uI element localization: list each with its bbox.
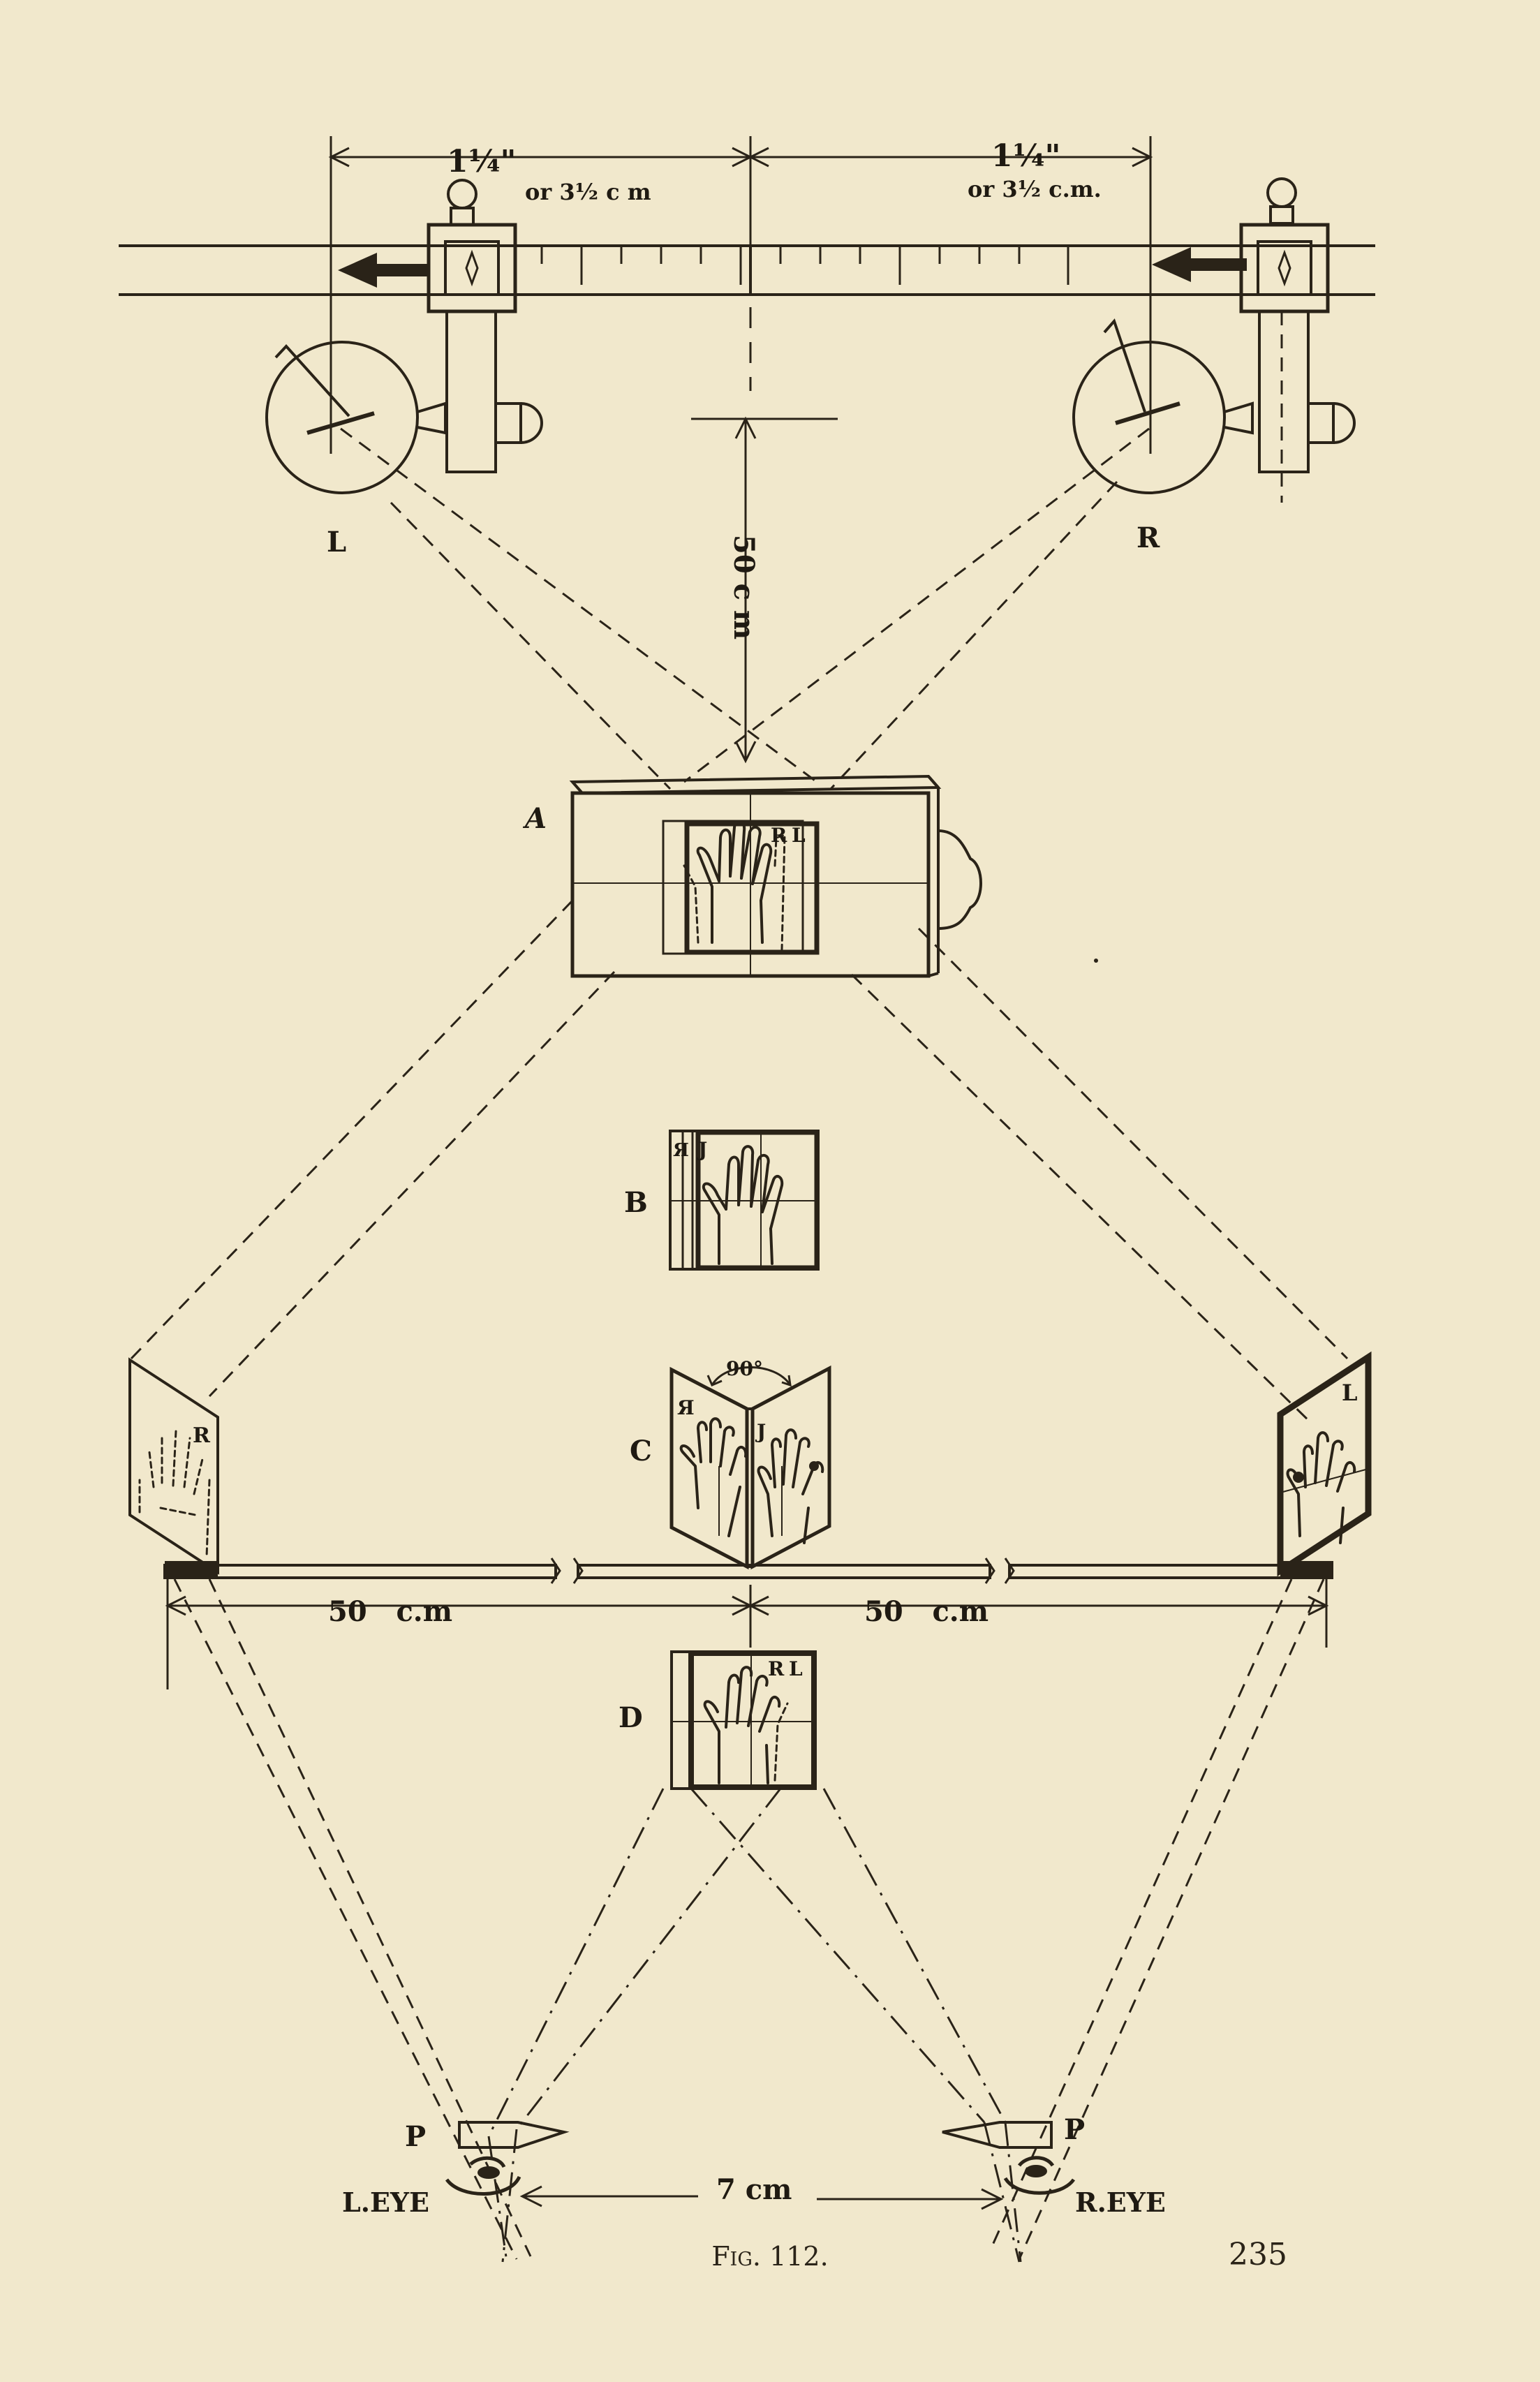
left-x-ray-tube: [265, 341, 447, 494]
plate-c-r-mark: Я: [677, 1396, 695, 1419]
right-eye-icon: [1003, 2156, 1076, 2195]
mirror-eye-rays: [173, 1578, 1325, 2260]
top-dimension-lines: [328, 136, 1153, 454]
tube-rays: [340, 427, 1150, 790]
bottom-dimension-lines: [165, 1579, 1329, 1689]
right-x-ray-tube: [1072, 318, 1254, 494]
page-number: 235: [1229, 2237, 1287, 2272]
view-c-label: C: [630, 1435, 652, 1467]
base-board: [163, 1558, 1333, 1584]
tube-right-label: R: [1137, 521, 1160, 554]
dim-right-bottom: or 3½ c.m.: [968, 176, 1102, 202]
plate-b-l-mark: J: [696, 1138, 707, 1161]
plate-eye-rays: [487, 1788, 1022, 2263]
left-tube-holder: [427, 179, 543, 473]
measuring-rail: [119, 244, 1375, 296]
vertical-dimension: [691, 307, 838, 764]
eye-left-label: L.EYE: [342, 2187, 429, 2218]
view-b-label: B: [624, 1186, 648, 1219]
plate-a: R L: [569, 774, 1098, 978]
left-arrow-icon: [338, 253, 430, 288]
plate-d: R L: [670, 1650, 817, 1790]
plate-a-l-mark: L: [792, 824, 806, 847]
distance-right-label: 50 c.m: [864, 1595, 989, 1628]
scale-ticks: [540, 246, 1069, 295]
right-mirror: L: [1277, 1351, 1372, 1577]
view-d-label: D: [619, 1701, 643, 1734]
plate-a-r-mark: R: [771, 824, 787, 847]
plate-c: 90° Я J: [669, 1357, 831, 1570]
mirror-l-mark: L: [1342, 1379, 1358, 1406]
plate-b: Я J: [669, 1130, 820, 1271]
prism-left-label: P: [405, 2120, 426, 2153]
dim-left-top: 1¼": [447, 144, 516, 179]
prism-right-label: P: [1064, 2113, 1085, 2146]
plate-d-l-mark: L: [789, 1657, 803, 1680]
right-arrow-icon: [1152, 247, 1247, 282]
right-tube-holder: [1239, 177, 1356, 503]
distance-vertical-label: 50 c m: [727, 535, 760, 639]
plate-d-r-mark: R: [768, 1657, 785, 1680]
dim-right-top: 1¼": [991, 138, 1060, 174]
view-a-label: A: [522, 802, 547, 835]
angle-label: 90°: [726, 1357, 763, 1380]
distance-left-label: 50 c.m: [328, 1595, 452, 1628]
figure-caption: Fig. 112.: [711, 2241, 829, 2272]
plate-b-r-mark: Я: [673, 1140, 689, 1161]
eye-right-label: R.EYE: [1075, 2187, 1166, 2218]
eye-distance-line: [519, 2185, 1004, 2210]
left-mirror: R: [128, 1357, 219, 1575]
left-prism: [458, 2121, 570, 2149]
plate-c-l-mark: J: [755, 1420, 766, 1443]
mirror-r-mark: R: [193, 1423, 211, 1448]
eye-distance-label: 7 cm: [716, 2173, 792, 2206]
right-prism: [942, 2121, 1053, 2149]
dim-left-bottom: or 3½ c m: [525, 179, 651, 205]
left-eye-icon: [445, 2156, 521, 2196]
plate-to-mirror-rays: [130, 899, 1349, 1426]
tube-left-label: L: [327, 526, 346, 558]
